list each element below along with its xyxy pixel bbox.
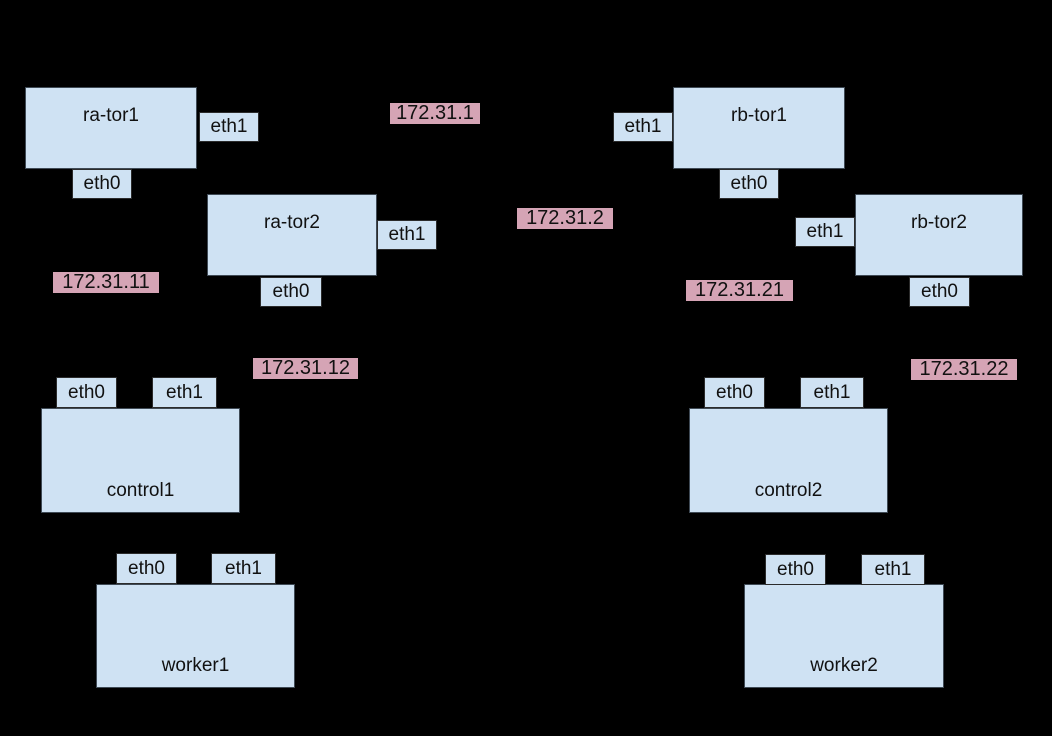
node-label: control2 bbox=[754, 480, 823, 501]
port-rb-tor1-eth0: eth0 bbox=[719, 169, 779, 199]
port-label: eth0 bbox=[921, 281, 958, 302]
ip-label: 172.31.2 bbox=[526, 207, 604, 229]
port-label: eth1 bbox=[166, 381, 203, 403]
port-ra-tor2-eth1: eth1 bbox=[377, 220, 437, 250]
ip-badge-172-31-21: 172.31.21 bbox=[686, 280, 793, 301]
port-label: eth1 bbox=[225, 557, 262, 579]
node-ra-tor1: ra-tor1 bbox=[25, 87, 197, 169]
node-label: worker2 bbox=[810, 655, 878, 676]
node-control2: control2 bbox=[689, 408, 888, 513]
port-ra-tor2-eth0: eth0 bbox=[260, 277, 322, 307]
port-ra-tor1-eth0: eth0 bbox=[72, 169, 132, 199]
node-label: control1 bbox=[106, 480, 175, 501]
node-control1: control1 bbox=[41, 408, 240, 513]
node-rb-tor1: rb-tor1 bbox=[673, 87, 845, 169]
port-worker2-eth0: eth0 bbox=[765, 554, 826, 585]
port-label: eth1 bbox=[806, 221, 844, 242]
ip-label: 172.31.22 bbox=[919, 358, 1009, 380]
node-label: worker1 bbox=[161, 655, 230, 676]
port-control2-eth1: eth1 bbox=[800, 377, 864, 408]
ip-badge-172-31-11: 172.31.11 bbox=[53, 272, 159, 293]
port-label: eth0 bbox=[68, 381, 105, 403]
port-rb-tor2-eth1: eth1 bbox=[795, 217, 855, 247]
port-control1-eth1: eth1 bbox=[152, 377, 217, 408]
port-label: eth0 bbox=[128, 557, 165, 579]
ip-badge-172-31-12: 172.31.12 bbox=[253, 358, 358, 379]
port-label: eth0 bbox=[83, 173, 121, 194]
node-label: rb-tor2 bbox=[911, 212, 967, 233]
port-label: eth1 bbox=[874, 558, 912, 580]
ip-label: 172.31.11 bbox=[62, 271, 150, 293]
ip-badge-172-31-22: 172.31.22 bbox=[911, 359, 1017, 380]
node-label: ra-tor2 bbox=[264, 212, 320, 233]
port-control1-eth0: eth0 bbox=[56, 377, 117, 408]
port-label: eth0 bbox=[716, 381, 753, 403]
ip-badge-172-31-2: 172.31.2 bbox=[517, 208, 613, 229]
port-label: eth1 bbox=[388, 224, 426, 245]
ip-label: 172.31.1 bbox=[396, 102, 474, 124]
port-worker1-eth0: eth0 bbox=[116, 553, 177, 584]
port-worker2-eth1: eth1 bbox=[861, 554, 925, 585]
port-label: eth1 bbox=[813, 381, 851, 403]
port-label: eth0 bbox=[777, 558, 814, 580]
port-worker1-eth1: eth1 bbox=[211, 553, 276, 584]
node-worker1: worker1 bbox=[96, 584, 295, 688]
node-label: ra-tor1 bbox=[83, 105, 139, 126]
node-label: rb-tor1 bbox=[731, 105, 787, 126]
node-rb-tor2: rb-tor2 bbox=[855, 194, 1023, 276]
port-rb-tor2-eth0: eth0 bbox=[909, 277, 970, 307]
port-label: eth1 bbox=[210, 116, 248, 137]
ip-badge-172-31-1: 172.31.1 bbox=[390, 103, 480, 124]
port-label: eth0 bbox=[272, 281, 310, 302]
node-worker2: worker2 bbox=[744, 584, 944, 688]
port-label: eth1 bbox=[624, 116, 662, 137]
ip-label: 172.31.21 bbox=[695, 279, 784, 301]
node-ra-tor2: ra-tor2 bbox=[207, 194, 377, 276]
port-rb-tor1-eth1: eth1 bbox=[613, 112, 673, 142]
port-control2-eth0: eth0 bbox=[704, 377, 765, 408]
port-label: eth0 bbox=[730, 173, 768, 194]
port-ra-tor1-eth1: eth1 bbox=[199, 112, 259, 142]
ip-label: 172.31.12 bbox=[261, 357, 350, 379]
